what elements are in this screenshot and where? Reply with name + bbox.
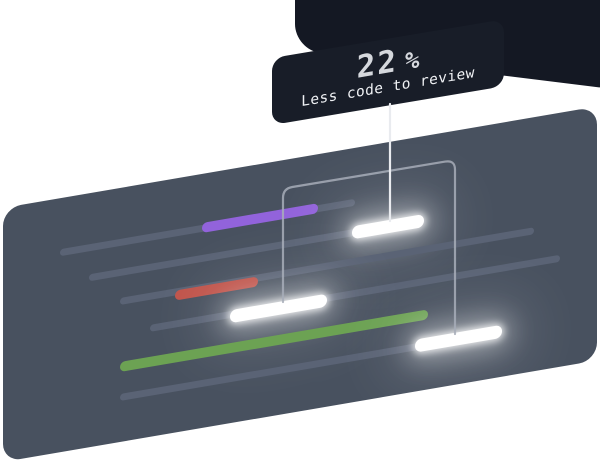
code-board [3, 106, 597, 462]
code-line-1-purple-diff [202, 203, 318, 233]
code-line-5-green-diff [120, 309, 428, 373]
code-line-4-white-highlight [230, 293, 327, 324]
code-line-6 [120, 337, 453, 402]
code-line-2-white-highlight [352, 214, 424, 240]
code-line-3-red-diff [175, 276, 258, 301]
percent-sign: % [404, 45, 420, 76]
bars-layer [3, 106, 597, 462]
code-line-6-white-highlight [415, 324, 502, 353]
